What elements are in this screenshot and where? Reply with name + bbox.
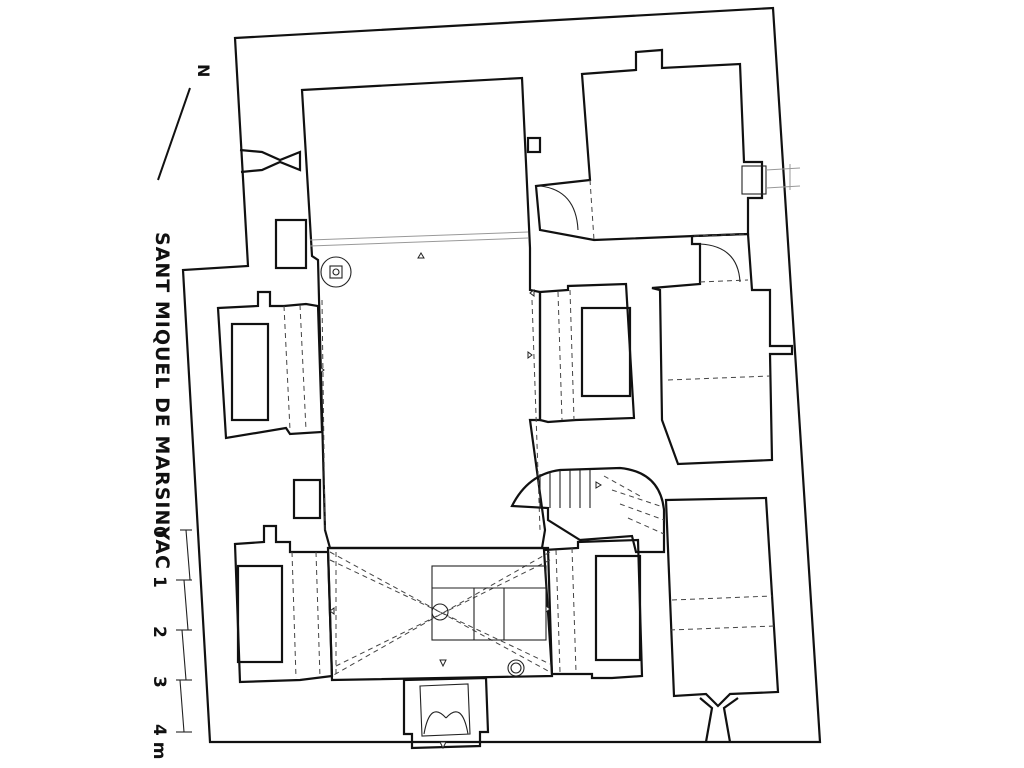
nave — [274, 76, 547, 550]
scale-label-1: 1 — [149, 576, 169, 588]
east-chapel-lower — [542, 538, 644, 680]
north-arrow: N — [157, 64, 213, 181]
scale-label-4: 4 m — [149, 724, 169, 759]
plan-title: SANT MIQUEL DE MARSINYAC — [151, 232, 173, 570]
outer-wall — [181, 6, 822, 744]
narthex — [326, 546, 554, 682]
north-label: N — [194, 64, 213, 77]
northeast-room — [534, 48, 801, 242]
southeast-room — [664, 496, 780, 743]
scale-label-2: 2 — [149, 626, 169, 638]
scale-label-3: 3 — [149, 676, 169, 688]
west-chapel-lower — [233, 524, 334, 684]
west-chapel-upper — [216, 290, 324, 440]
east-room — [651, 232, 794, 466]
east-chapel-upper — [538, 282, 636, 424]
west-window — [239, 148, 302, 174]
scale-bar: 0 1 2 3 4 m — [149, 526, 192, 759]
spiral-staircase — [510, 466, 666, 554]
scale-label-0: 0 — [149, 526, 169, 538]
entrance-porch — [402, 676, 490, 750]
